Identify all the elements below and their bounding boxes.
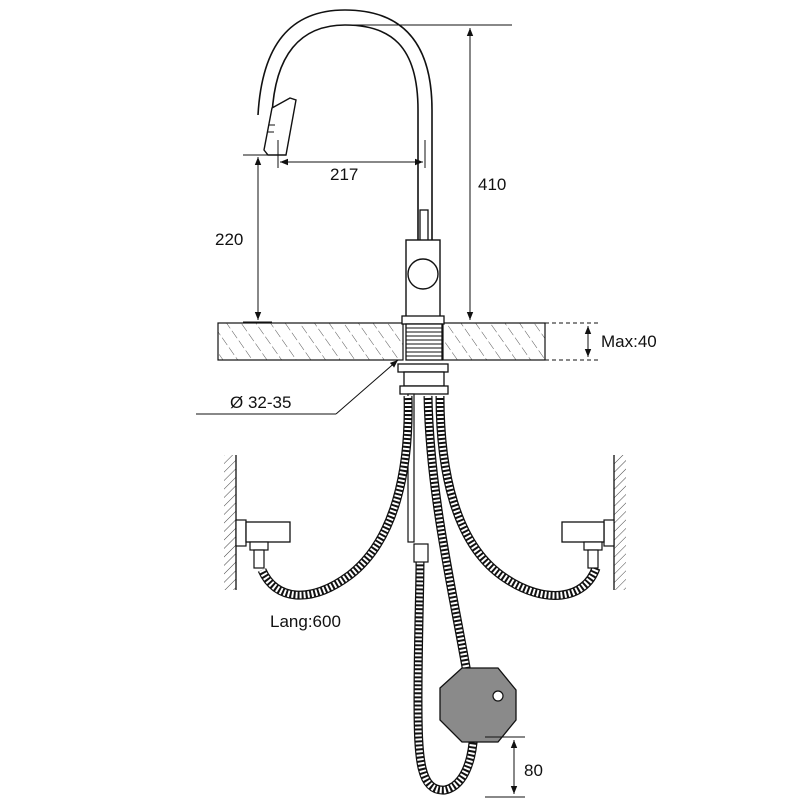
threaded-shank bbox=[397, 323, 449, 395]
lever-handle bbox=[405, 209, 441, 321]
label-weight-clearance: 80 bbox=[524, 761, 543, 780]
dimension-counter-thickness: Max:40 bbox=[545, 322, 657, 361]
spray-head bbox=[263, 97, 297, 156]
countertop bbox=[217, 322, 546, 361]
dimension-hole-diameter: Ø 32-35 bbox=[196, 359, 399, 415]
label-hole-diameter: Ø 32-35 bbox=[230, 393, 291, 412]
label-hose-length: Lang:600 bbox=[270, 612, 341, 631]
dimension-total-height: 410 bbox=[345, 24, 512, 320]
label-counter-thickness: Max:40 bbox=[601, 332, 657, 351]
hose-counterweight bbox=[439, 667, 517, 743]
label-spout-clearance: 220 bbox=[215, 230, 243, 249]
dimension-spout-clearance: 220 bbox=[215, 154, 272, 323]
left-wall-valve bbox=[224, 455, 291, 590]
label-spout-reach: 217 bbox=[330, 165, 358, 184]
supply-hoses bbox=[257, 395, 601, 795]
dimension-weight-clearance: 80 bbox=[485, 736, 543, 798]
label-total-height: 410 bbox=[478, 175, 506, 194]
right-wall-valve bbox=[561, 455, 626, 590]
faucet-body bbox=[257, 9, 449, 543]
dimension-spout-reach: 217 bbox=[277, 140, 426, 184]
